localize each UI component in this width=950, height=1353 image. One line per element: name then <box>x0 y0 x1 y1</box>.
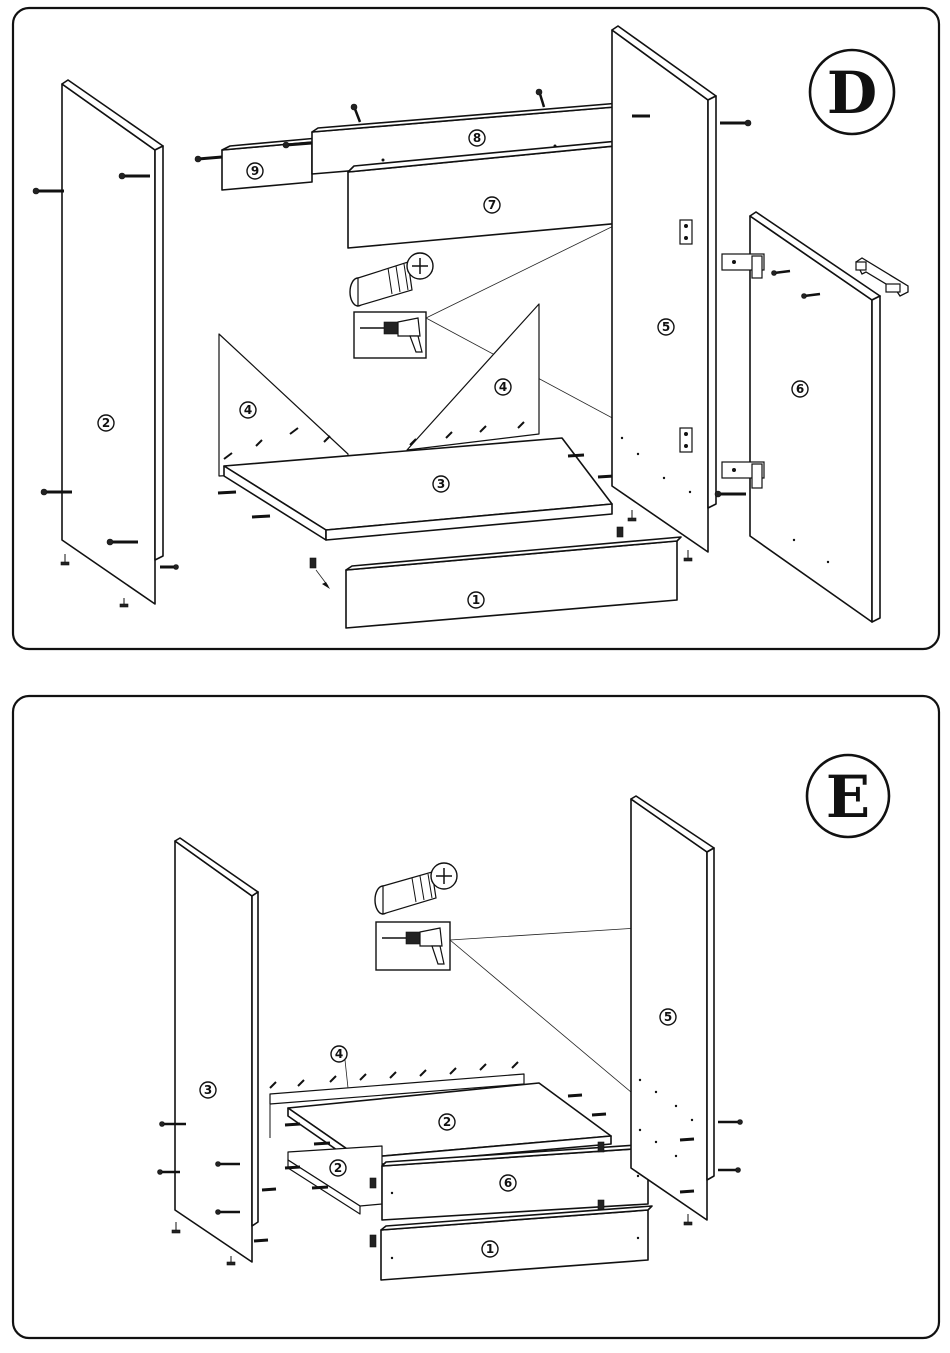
label-part-4: 4 <box>495 379 511 395</box>
drawer-runner-icon <box>598 1200 604 1210</box>
svg-text:2: 2 <box>334 1161 342 1175</box>
screw-icon <box>680 1191 694 1192</box>
label-part-2: 2 <box>98 415 114 431</box>
drawer-runner-icon <box>370 1235 376 1247</box>
label-part-1: 1 <box>482 1241 498 1257</box>
svg-text:4: 4 <box>335 1047 343 1061</box>
screw-icon <box>314 1143 330 1144</box>
drawer-runner-icon <box>598 1142 604 1152</box>
svg-text:8: 8 <box>473 131 481 145</box>
screw-icon <box>33 188 64 194</box>
screw-icon <box>262 1189 276 1190</box>
hinge-icon <box>680 220 692 244</box>
leveling-foot-icon <box>684 1214 692 1225</box>
label-part-9: 9 <box>247 163 263 179</box>
screw-icon <box>312 1187 328 1188</box>
hinge-icon <box>680 428 692 452</box>
screw-icon <box>285 1167 300 1168</box>
screw-icon <box>715 491 746 497</box>
label-part-4: 4 <box>331 1046 347 1062</box>
cam-dowel-icon <box>375 863 457 914</box>
label-part-2: 2 <box>330 1160 346 1176</box>
screw-icon <box>195 156 222 162</box>
label-part-7: 7 <box>484 197 500 213</box>
part-4-right-back-section <box>407 304 539 450</box>
svg-text:4: 4 <box>499 380 507 394</box>
part-2-left-side-panel <box>62 80 163 604</box>
part-6-door <box>722 212 880 622</box>
leveling-foot-icon <box>172 1222 180 1233</box>
label-part-6: 6 <box>792 381 808 397</box>
label-part-3: 3 <box>200 1082 216 1098</box>
screw-icon <box>718 1168 741 1173</box>
screw-icon <box>218 492 236 493</box>
hinge-icon <box>722 462 764 488</box>
screw-icon <box>254 1240 268 1241</box>
screw-icon <box>720 120 751 126</box>
step-d-letter: D <box>827 59 877 127</box>
svg-text:9: 9 <box>251 164 259 178</box>
step-d-badge: D <box>810 50 894 134</box>
step-e-letter: E <box>826 763 870 831</box>
hinge-icon <box>722 254 764 278</box>
label-part-5: 5 <box>658 319 674 335</box>
screw-icon <box>285 1124 300 1125</box>
leveling-foot-icon <box>628 510 636 521</box>
svg-text:1: 1 <box>472 593 480 607</box>
screw-icon <box>592 1114 606 1115</box>
label-part-1: 1 <box>468 592 484 608</box>
leveling-foot-icon <box>227 1256 235 1265</box>
part-5-right-side-panel <box>631 796 743 1225</box>
svg-text:6: 6 <box>504 1176 512 1190</box>
svg-text:2: 2 <box>102 416 110 430</box>
svg-text:1: 1 <box>486 1242 494 1256</box>
drawer-runner-icon <box>310 558 330 589</box>
svg-text:7: 7 <box>488 198 496 212</box>
drawer-runner-icon <box>370 1178 376 1188</box>
label-part-6: 6 <box>500 1175 516 1191</box>
step-d-panel: D <box>0 0 950 660</box>
screw-icon <box>568 1095 582 1096</box>
leveling-foot-icon <box>120 598 128 607</box>
svg-text:3: 3 <box>437 477 445 491</box>
screw-icon <box>160 565 179 570</box>
label-part-4: 4 <box>240 402 256 418</box>
drill-icon <box>354 312 426 358</box>
svg-text:5: 5 <box>664 1010 672 1024</box>
part-4-left-back-section <box>219 334 348 476</box>
svg-text:4: 4 <box>244 403 252 417</box>
leveling-foot-icon <box>61 554 69 565</box>
label-part-5: 5 <box>660 1009 676 1025</box>
svg-text:5: 5 <box>662 320 670 334</box>
step-e-badge: E <box>807 755 889 837</box>
label-part-2: 2 <box>439 1114 455 1130</box>
part-2-lower-shelf <box>285 1146 382 1214</box>
screw-icon <box>718 1120 743 1125</box>
drill-icon <box>376 922 450 970</box>
step-e-panel: E <box>0 690 950 1350</box>
drawer-runner-icon <box>617 527 623 537</box>
leveling-foot-icon <box>684 550 692 561</box>
screw-icon <box>536 89 544 107</box>
screw-icon <box>680 1139 694 1140</box>
svg-text:3: 3 <box>204 1083 212 1097</box>
svg-text:2: 2 <box>443 1115 451 1129</box>
part-3-left-side-panel <box>158 838 277 1265</box>
label-part-3: 3 <box>433 476 449 492</box>
label-part-8: 8 <box>469 130 485 146</box>
screw-icon <box>351 104 360 122</box>
svg-text:6: 6 <box>796 382 804 396</box>
part-1-plinth <box>310 527 681 628</box>
screw-icon <box>568 455 584 456</box>
cam-dowel-icon <box>350 253 433 306</box>
screw-icon <box>252 516 270 517</box>
